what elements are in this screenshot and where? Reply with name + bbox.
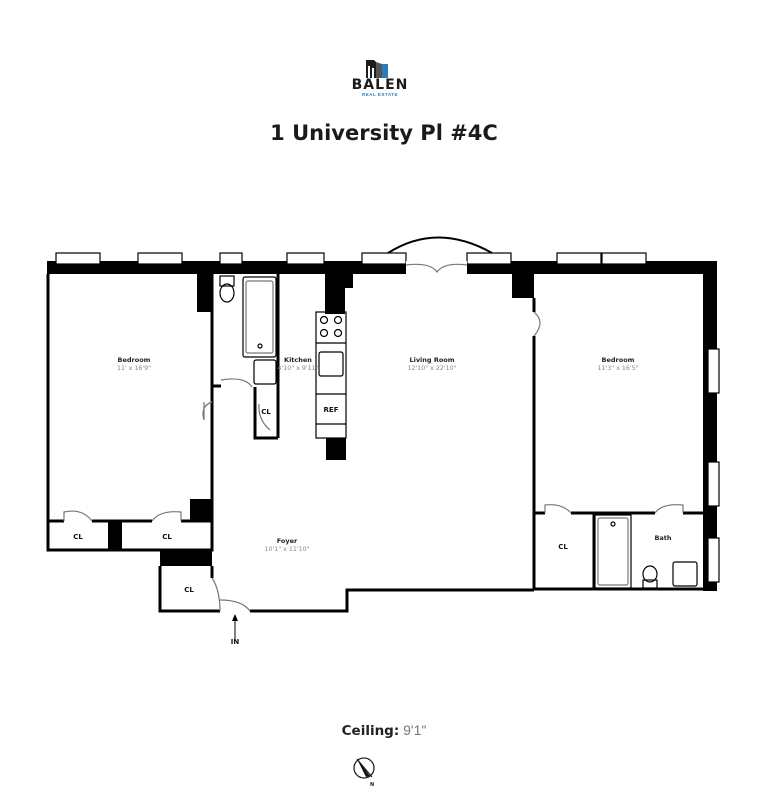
kitchen-dims: 4'10" x 9'11" (277, 365, 318, 372)
logo-brand: BALEN (351, 77, 409, 93)
bedroom-right-dims: 11'3" x 16'5" (597, 365, 638, 372)
entry-label: IN (231, 638, 240, 646)
compass-north-label: N (370, 782, 374, 788)
building-logo-icon (366, 60, 388, 78)
compass-icon (353, 757, 375, 779)
closet-label: CL (261, 408, 271, 416)
living-room-dims: 12'10" x 22'10" (407, 365, 456, 372)
foyer-dims: 10'1" x 11'10" (264, 546, 309, 553)
fridge-label: REF (324, 406, 339, 414)
page-title: 1 University Pl #4C (270, 121, 498, 145)
bedroom-left-label: Bedroom (118, 356, 151, 364)
closet-label: CL (184, 586, 194, 594)
logo-subtitle: REAL ESTATE (361, 92, 398, 97)
ceiling-value: 9'1" (403, 722, 427, 738)
ceiling-label: Ceiling: (341, 723, 400, 739)
kitchen-label: Kitchen (284, 356, 312, 364)
closet-label: CL (73, 533, 83, 541)
foyer-label: Foyer (277, 537, 298, 545)
bedroom-left-dims: 11' x 16'9" (117, 365, 151, 372)
closet-label: CL (558, 543, 568, 551)
bath-label: Bath (654, 534, 671, 542)
company-logo: BALEN REAL ESTATE (330, 58, 430, 98)
closet-label: CL (162, 533, 172, 541)
ceiling-height: Ceiling: 9'1" (0, 722, 768, 739)
bedroom-right-label: Bedroom (602, 356, 635, 364)
living-room-label: Living Room (409, 356, 454, 364)
